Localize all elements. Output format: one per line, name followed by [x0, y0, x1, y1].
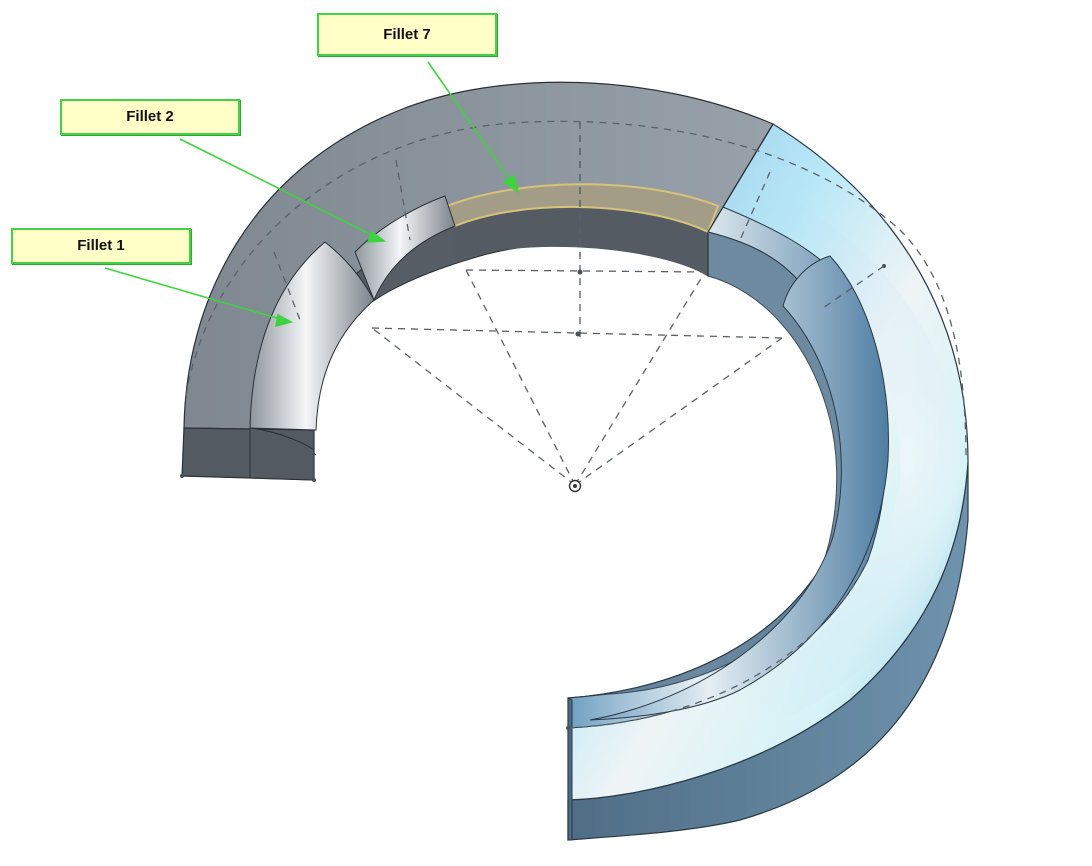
- blue-end-face[interactable]: [567, 697, 573, 841]
- origin-point[interactable]: [568, 479, 582, 493]
- leader-lines: [104, 61, 520, 328]
- callout-fillet-2[interactable]: Fillet 2: [60, 99, 240, 135]
- fillet-2-face[interactable]: [354, 195, 456, 302]
- blue-rib-fillet[interactable]: [589, 255, 889, 721]
- construction-lines: [185, 120, 967, 729]
- callout-fillet-1[interactable]: Fillet 1: [11, 228, 191, 264]
- callout-fillet-7[interactable]: Fillet 7: [317, 13, 497, 56]
- construction-points: [180, 264, 886, 730]
- fillet-1-face[interactable]: [249, 241, 375, 431]
